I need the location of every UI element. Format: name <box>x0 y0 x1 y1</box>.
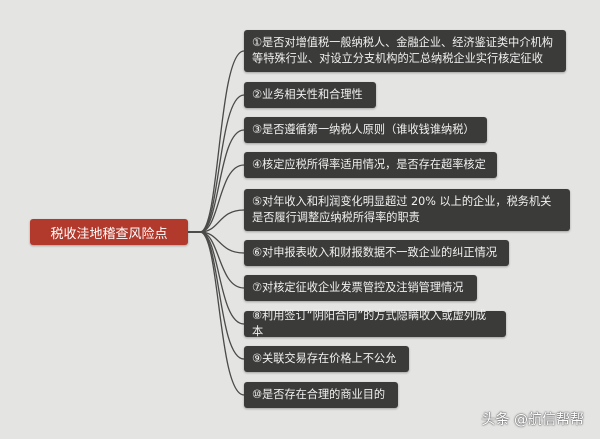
connector-line-3 <box>188 129 245 233</box>
branch-label: ⑩是否存在合理的商业目的 <box>252 388 386 401</box>
branch-node-3[interactable]: ③是否遵循第一纳税人原则（谁收钱谁纳税） <box>244 117 487 143</box>
central-topic-label: 税收洼地稽查风险点 <box>50 226 168 242</box>
connector-line-8 <box>188 231 245 325</box>
branch-node-7[interactable]: ⑦对核定征收企业发票管控及注销管理情况 <box>244 275 477 301</box>
branch-node-9[interactable]: ⑨关联交易存在价格上不公允 <box>244 346 409 372</box>
central-topic[interactable]: 税收洼地稽查风险点 <box>30 219 188 245</box>
branch-node-8[interactable]: ⑧利用签订“阴阳合同”的方式隐瞒收入或虚列成本 <box>244 309 506 338</box>
branch-label: ④核定应税所得率适用情况，是否存在超率核定 <box>252 158 486 171</box>
branch-node-6[interactable]: ⑥对申报表收入和财报数据不一致企业的纠正情况 <box>244 240 509 266</box>
branch-label: ⑨关联交易存在价格上不公允 <box>252 352 397 365</box>
branch-label: ⑤对年收入和利润变化明显超过 20% 以上的企业，税务机关是否履行调整应纳税所得… <box>252 195 552 224</box>
branch-label: ③是否遵循第一纳税人原则（谁收钱谁纳税） <box>252 123 475 136</box>
connector-line-10 <box>188 231 245 396</box>
branch-node-4[interactable]: ④核定应税所得率适用情况，是否存在超率核定 <box>244 152 497 178</box>
branch-label: ⑥对申报表收入和财报数据不一致企业的纠正情况 <box>252 246 497 259</box>
connector-line-5 <box>188 209 245 233</box>
branch-label: ②业务相关性和合理性 <box>252 88 363 101</box>
connector-line-1 <box>188 50 245 233</box>
branch-node-2[interactable]: ②业务相关性和合理性 <box>244 82 376 108</box>
branch-label: ①是否对增值税一般纳税人、金融企业、经济鉴证类中介机构等特殊行业、对设立分支机构… <box>252 36 553 65</box>
branch-label: ⑦对核定征收企业发票管控及注销管理情况 <box>252 281 464 294</box>
branch-node-5[interactable]: ⑤对年收入和利润变化明显超过 20% 以上的企业，税务机关是否履行调整应纳税所得… <box>244 189 570 231</box>
watermark: 头条 @航信帮帮 <box>481 412 584 428</box>
branch-label: ⑧利用签订“阴阳合同”的方式隐瞒收入或虚列成本 <box>252 309 487 338</box>
branch-node-1[interactable]: ①是否对增值税一般纳税人、金融企业、经济鉴证类中介机构等特殊行业、对设立分支机构… <box>244 30 566 72</box>
branch-node-10[interactable]: ⑩是否存在合理的商业目的 <box>244 382 398 408</box>
